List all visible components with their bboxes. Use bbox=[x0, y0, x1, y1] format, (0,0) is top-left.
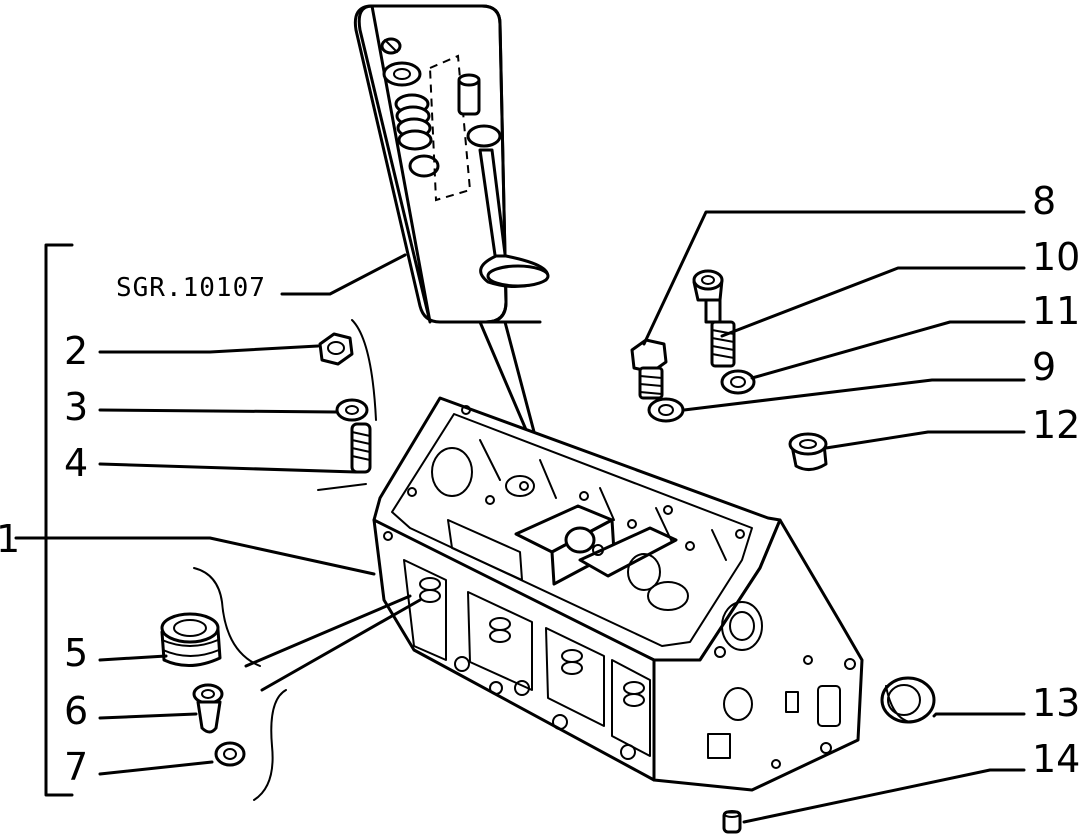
callout-13: 13 bbox=[1032, 681, 1080, 725]
dashed-group-box bbox=[428, 54, 472, 202]
callout-5: 5 bbox=[64, 631, 88, 675]
callout-14: 14 bbox=[1032, 737, 1080, 781]
valve-detail-inset bbox=[353, 4, 558, 502]
valve-guide-sleeve-icon bbox=[192, 683, 224, 734]
cylinder-head-icon bbox=[372, 396, 864, 792]
dowel-pin-icon bbox=[722, 810, 742, 834]
reference-leader bbox=[280, 253, 407, 296]
washer-11-icon bbox=[720, 369, 756, 395]
valve-keeper-icon bbox=[380, 37, 402, 55]
spring-seat-icon bbox=[408, 154, 440, 178]
leader-lines bbox=[14, 210, 1026, 824]
washer-9-icon bbox=[647, 397, 685, 423]
valve-guide-icon bbox=[457, 73, 481, 116]
washer-icon bbox=[335, 398, 369, 422]
stud-icon bbox=[350, 422, 372, 474]
callout-9: 9 bbox=[1032, 345, 1056, 389]
threaded-plug-icon bbox=[160, 612, 222, 667]
callout-1: 1 bbox=[0, 517, 20, 561]
seal-ring-icon bbox=[214, 741, 246, 767]
callout-4: 4 bbox=[64, 441, 88, 485]
head-outline-curve bbox=[351, 319, 377, 421]
oil-seal-icon bbox=[880, 676, 936, 724]
callout-7: 7 bbox=[64, 745, 88, 789]
callout-10: 10 bbox=[1032, 235, 1080, 279]
plug-12-icon bbox=[788, 432, 828, 471]
valve-spring-icon bbox=[394, 93, 433, 151]
socket-bolt-icon bbox=[692, 269, 736, 368]
hex-bolt-icon bbox=[630, 338, 668, 400]
reference-code: SGR.10107 bbox=[116, 273, 266, 303]
callout-3: 3 bbox=[64, 385, 88, 429]
callout-2: 2 bbox=[64, 329, 88, 373]
callout-6: 6 bbox=[64, 689, 88, 733]
group-bracket bbox=[44, 243, 74, 797]
callout-11: 11 bbox=[1032, 289, 1080, 333]
nut-icon bbox=[318, 332, 354, 366]
lower-bracket-curve bbox=[193, 567, 261, 667]
callout-8: 8 bbox=[1032, 179, 1056, 223]
spring-retainer-icon bbox=[382, 61, 422, 87]
callout-numbers: 1 2 3 4 5 6 7 8 9 10 11 12 13 14 bbox=[0, 179, 1080, 789]
valve-icon bbox=[478, 148, 550, 288]
lower-bracket-curve-2 bbox=[253, 689, 287, 801]
callout-12: 12 bbox=[1032, 403, 1080, 447]
gasket-outline-curve bbox=[317, 483, 367, 491]
stem-seal-icon bbox=[466, 124, 502, 148]
